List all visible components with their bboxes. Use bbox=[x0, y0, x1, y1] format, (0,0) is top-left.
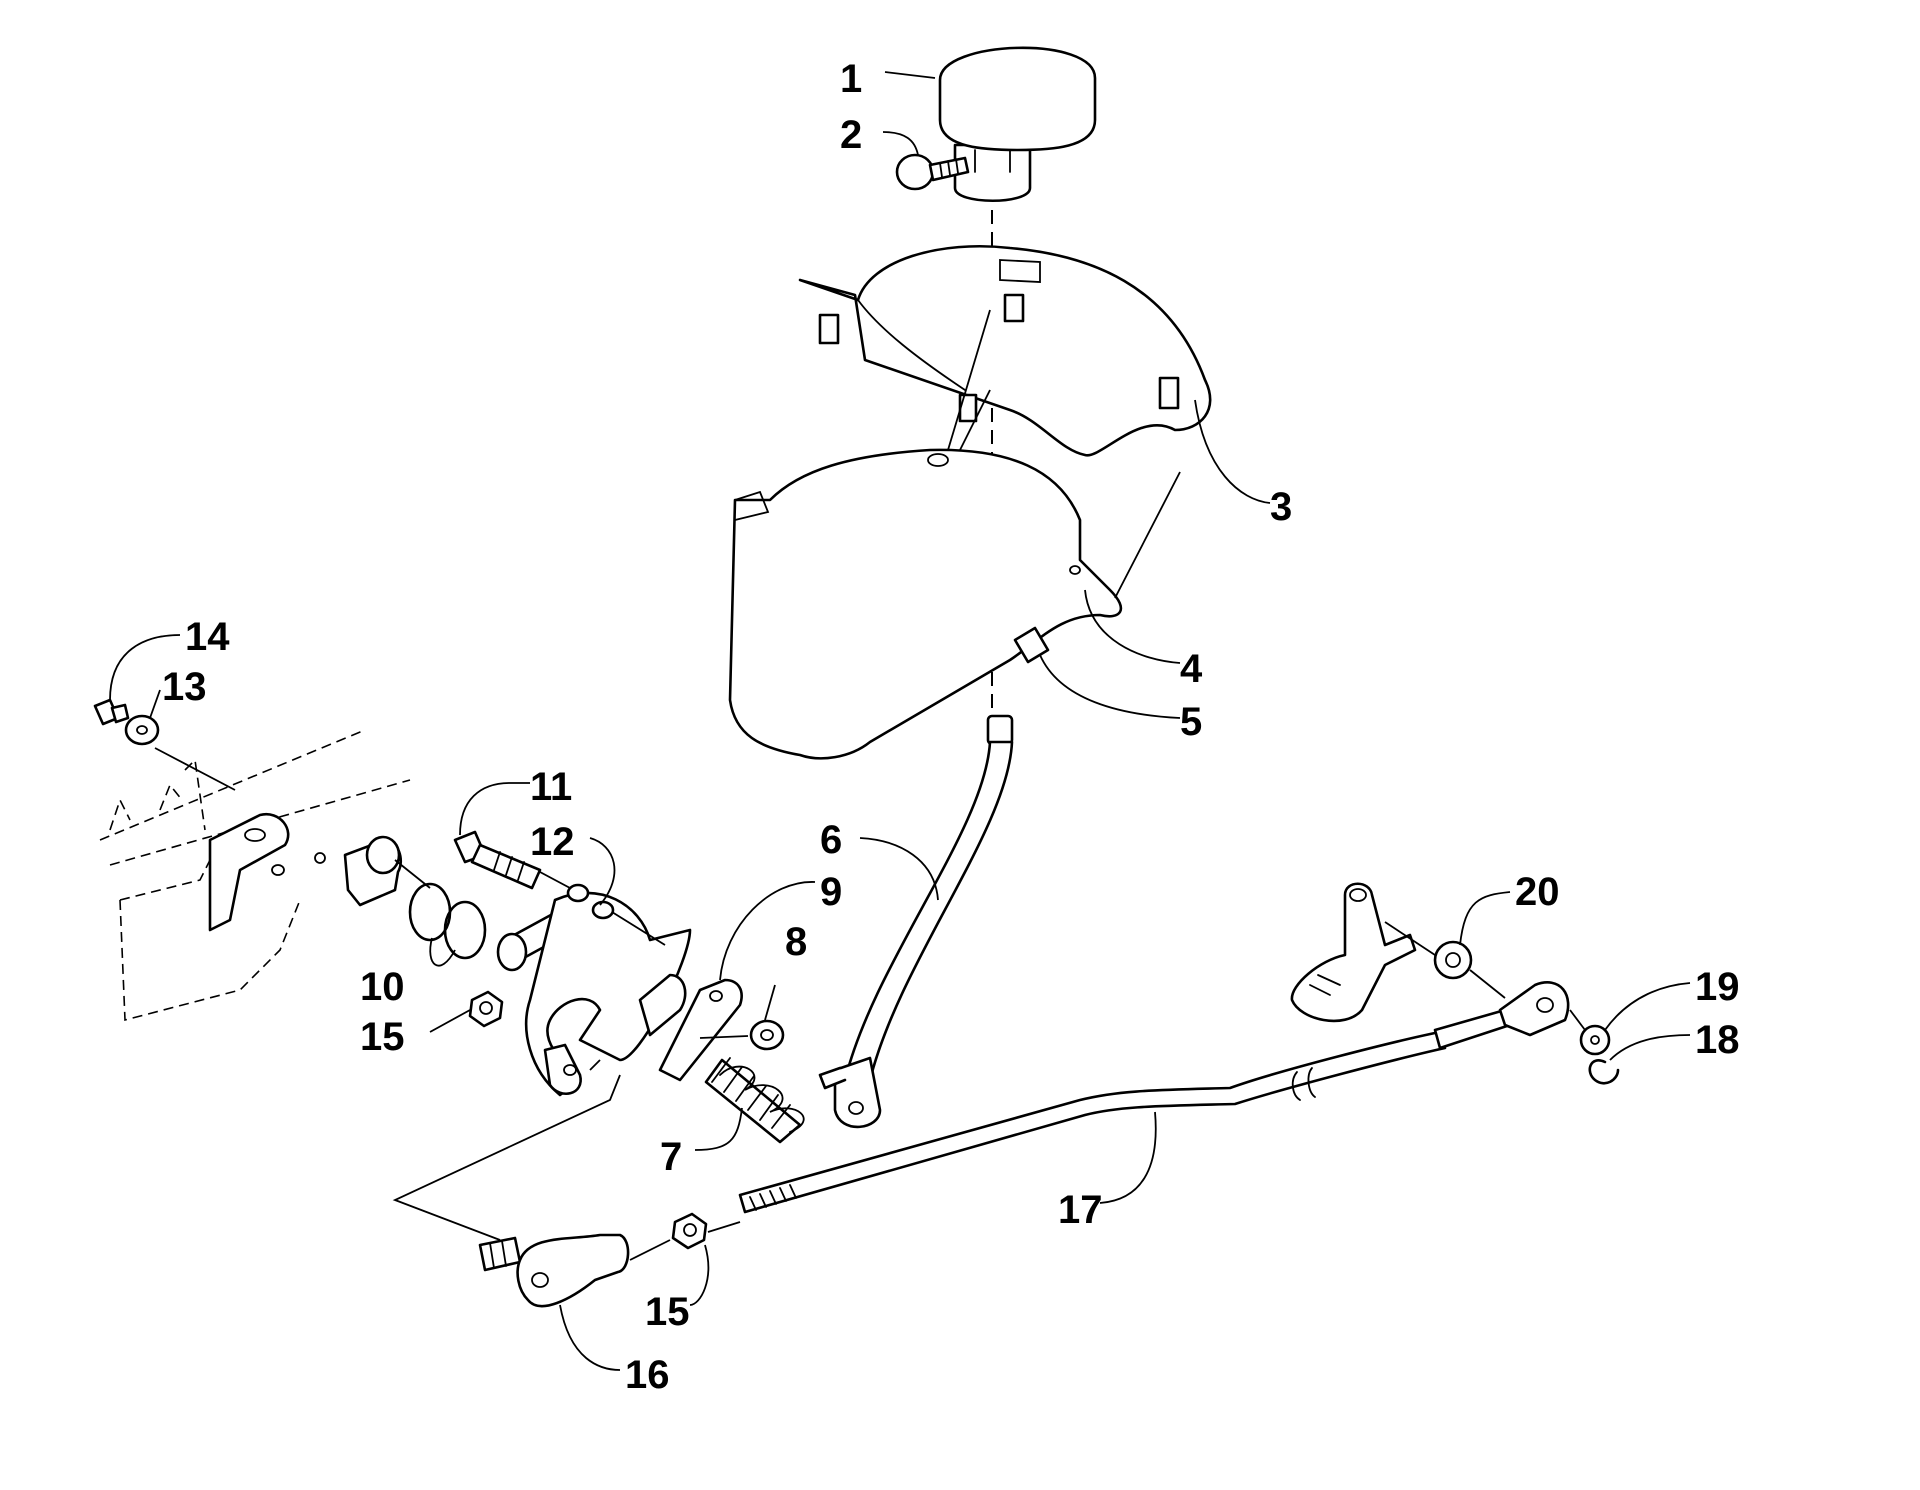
part-14-bolt[interactable] bbox=[93, 698, 130, 726]
callout-9: 9 bbox=[820, 870, 842, 914]
part-10-o-rings[interactable] bbox=[408, 882, 487, 960]
part-1-shift-knob[interactable] bbox=[938, 46, 1097, 202]
part-11-bolt[interactable] bbox=[453, 830, 542, 890]
callout-7: 7 bbox=[660, 1135, 682, 1179]
part-18-e-clip[interactable] bbox=[1588, 1059, 1620, 1085]
pivot-shaft-bracket bbox=[496, 891, 692, 1097]
part-19-washer[interactable] bbox=[1579, 1024, 1611, 1056]
part-2-screw[interactable] bbox=[895, 153, 970, 191]
callout-4: 4 bbox=[1180, 647, 1203, 691]
callout-10: 10 bbox=[360, 965, 405, 1009]
callout-1: 1 bbox=[840, 57, 862, 101]
callout-17: 17 bbox=[1058, 1188, 1103, 1232]
callout-12: 12 bbox=[530, 820, 575, 864]
part-15-nut-upper[interactable] bbox=[468, 990, 504, 1028]
part-4-lower-cover[interactable] bbox=[728, 448, 1123, 760]
part-5-bushing[interactable] bbox=[1013, 626, 1050, 664]
callout-5: 5 bbox=[1180, 700, 1202, 744]
part-12-lock-washers[interactable] bbox=[566, 883, 615, 920]
part-9-plate[interactable] bbox=[658, 978, 743, 1082]
callout-19: 19 bbox=[1695, 965, 1740, 1009]
callout-20: 20 bbox=[1515, 870, 1560, 914]
callout-18: 18 bbox=[1695, 1018, 1740, 1062]
callout-16: 16 bbox=[625, 1353, 670, 1397]
part-16-rod-end[interactable] bbox=[478, 1233, 630, 1308]
callout-6: 6 bbox=[820, 818, 842, 862]
part-13-washer[interactable] bbox=[124, 714, 160, 746]
transmission-shift-arm bbox=[1290, 882, 1417, 1023]
callout-8: 8 bbox=[785, 920, 807, 964]
part-20-bushing[interactable] bbox=[1433, 940, 1473, 980]
callout-15-lower: 15 bbox=[645, 1290, 690, 1334]
callout-14: 14 bbox=[185, 615, 230, 659]
callout-11: 11 bbox=[530, 765, 572, 809]
callout-labels: 1 2 3 4 5 6 7 8 9 10 11 12 13 14 15 15 1… bbox=[162, 57, 1740, 1397]
part-15-nut-lower[interactable] bbox=[671, 1212, 708, 1250]
part-17-shift-rod[interactable] bbox=[738, 981, 1570, 1214]
part-8-washer[interactable] bbox=[749, 1019, 785, 1051]
leader-lines bbox=[109, 71, 1691, 1371]
callout-2: 2 bbox=[840, 113, 862, 157]
callout-3: 3 bbox=[1270, 485, 1292, 529]
frame-chassis bbox=[99, 729, 411, 1022]
callout-13: 13 bbox=[162, 665, 207, 709]
part-3-upper-cover[interactable] bbox=[798, 244, 1212, 457]
part-6-shift-lever[interactable] bbox=[818, 714, 1014, 1129]
callout-15-upper: 15 bbox=[360, 1015, 405, 1059]
part-7-spring[interactable] bbox=[704, 1057, 805, 1144]
